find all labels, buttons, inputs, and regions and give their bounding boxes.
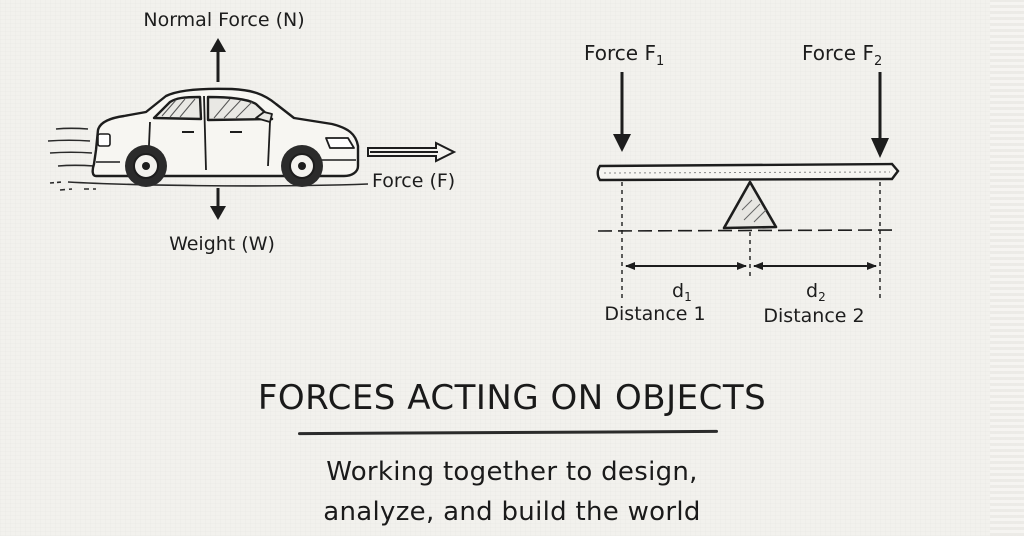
subtitle: Working together to design, analyze, and… bbox=[0, 452, 1024, 532]
applied-force-label: Force (F) bbox=[372, 170, 455, 192]
ground-line bbox=[49, 181, 369, 191]
force2-label: Force F2 bbox=[802, 41, 882, 69]
subtitle-line-1: Working together to design, bbox=[326, 457, 698, 487]
page-title: FORCES ACTING ON OBJECTS bbox=[257, 378, 767, 418]
lever-beam bbox=[596, 162, 900, 182]
wheel-rear bbox=[125, 145, 167, 187]
distance2-label: Distance 2 bbox=[763, 305, 864, 327]
force1-label: Force F1 bbox=[584, 41, 664, 69]
subtitle-line-2: analyze, and build the world bbox=[323, 497, 701, 527]
normal-force-arrowhead bbox=[210, 38, 226, 52]
weight-label: Weight (W) bbox=[169, 233, 275, 255]
force1-arrowhead bbox=[613, 134, 631, 152]
lever-ground-line bbox=[597, 229, 899, 232]
d2-label: d2 bbox=[806, 280, 826, 304]
distance1-label: Distance 1 bbox=[604, 303, 705, 325]
torn-paper-edge bbox=[990, 0, 1024, 536]
wheel-front bbox=[281, 145, 323, 187]
dimension-guides bbox=[621, 182, 881, 300]
car-diagram: Normal Force (N) bbox=[47, 9, 457, 255]
fulcrum bbox=[722, 180, 778, 230]
lever-diagram: Force F1 Force F2 bbox=[584, 41, 900, 327]
d1-label: d1 bbox=[672, 280, 692, 304]
speed-lines bbox=[47, 127, 95, 167]
normal-force-label: Normal Force (N) bbox=[143, 9, 304, 31]
force2-arrowhead bbox=[871, 138, 889, 158]
weight-arrowhead bbox=[210, 206, 226, 220]
